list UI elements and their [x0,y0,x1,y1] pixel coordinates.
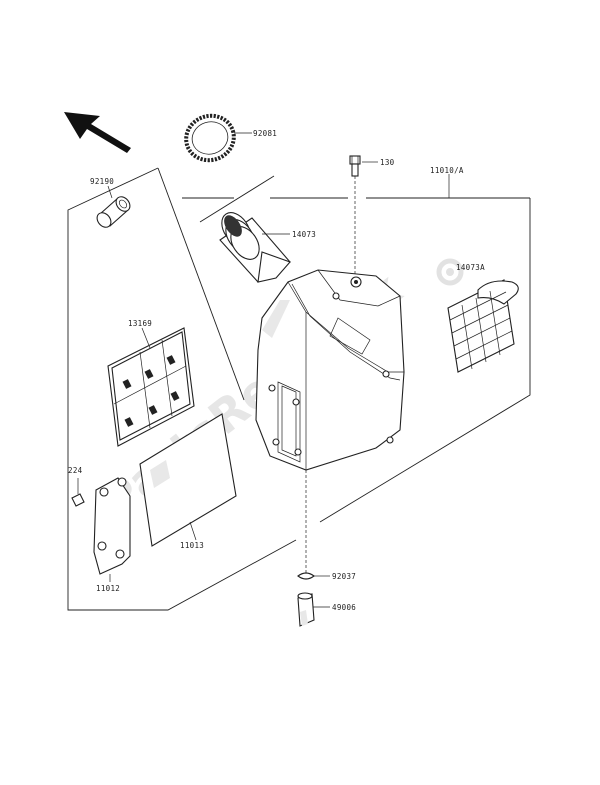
label-11012: 11012 [96,584,120,593]
part-92190-tube [96,196,131,228]
label-224: 224 [68,466,83,475]
label-14073: 14073 [292,230,316,239]
part-11012-plate [93,477,131,575]
part-92037-clip [297,572,315,580]
part-14073-duct [219,212,291,283]
label-14073A: 14073A [456,263,485,272]
label-92190: 92190 [90,177,114,186]
leader-13169 [141,327,151,349]
front-direction-arrow-icon [64,112,131,153]
label-92081: 92081 [253,129,277,138]
label-130: 130 [380,158,395,167]
label-11013: 11013 [180,541,204,550]
label-13169: 13169 [128,319,152,328]
leader-92190 [107,185,113,199]
part-11010A-airbox [255,269,405,574]
watermark-gear-icon [436,258,464,286]
part-14073A-grid-duct [447,279,519,373]
part-92081-clamp [184,113,236,163]
part-130-bolt [349,155,361,282]
leader-11013 [189,521,197,541]
label-92037: 92037 [332,572,356,581]
label-49006: 49006 [332,603,356,612]
label-11010A: 11010/A [430,166,464,175]
part-11013-filter-element [139,413,237,547]
part-13169-filter-frame [107,327,195,447]
frame-lines [67,167,531,611]
part-224-screw [71,478,85,507]
part-49006-drain-cap [297,592,315,627]
